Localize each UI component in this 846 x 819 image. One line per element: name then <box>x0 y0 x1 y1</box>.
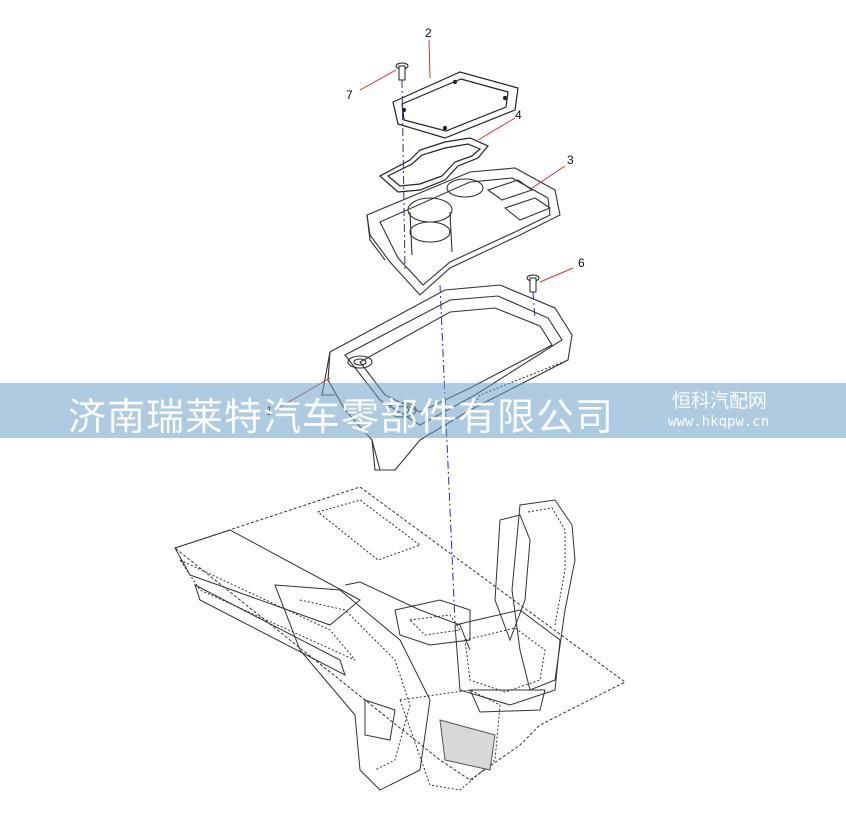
screw-6 <box>526 274 540 293</box>
callout-4: 4 <box>515 108 522 122</box>
part-3-cupholder-tray <box>366 167 561 296</box>
floor-assembly <box>173 486 626 791</box>
callout-7: 7 <box>346 88 353 102</box>
callout-6: 6 <box>578 256 585 270</box>
watermark-site-name: 恒科汽配网 <box>672 390 768 412</box>
callout-leaders <box>279 39 574 408</box>
assembly-axis-lines <box>401 79 536 623</box>
part-2-cover-plate <box>392 71 519 139</box>
watermark-band <box>0 383 846 438</box>
part-4-gasket <box>378 137 489 193</box>
seat <box>454 499 576 713</box>
callout-3: 3 <box>567 153 574 167</box>
callout-2: 2 <box>425 26 432 40</box>
watermark-company-name: 济南瑞莱特汽车零部件有限公司 <box>68 395 615 439</box>
watermark-site-url: www.hkqpw.cn <box>668 414 770 430</box>
screw-7 <box>395 62 409 81</box>
